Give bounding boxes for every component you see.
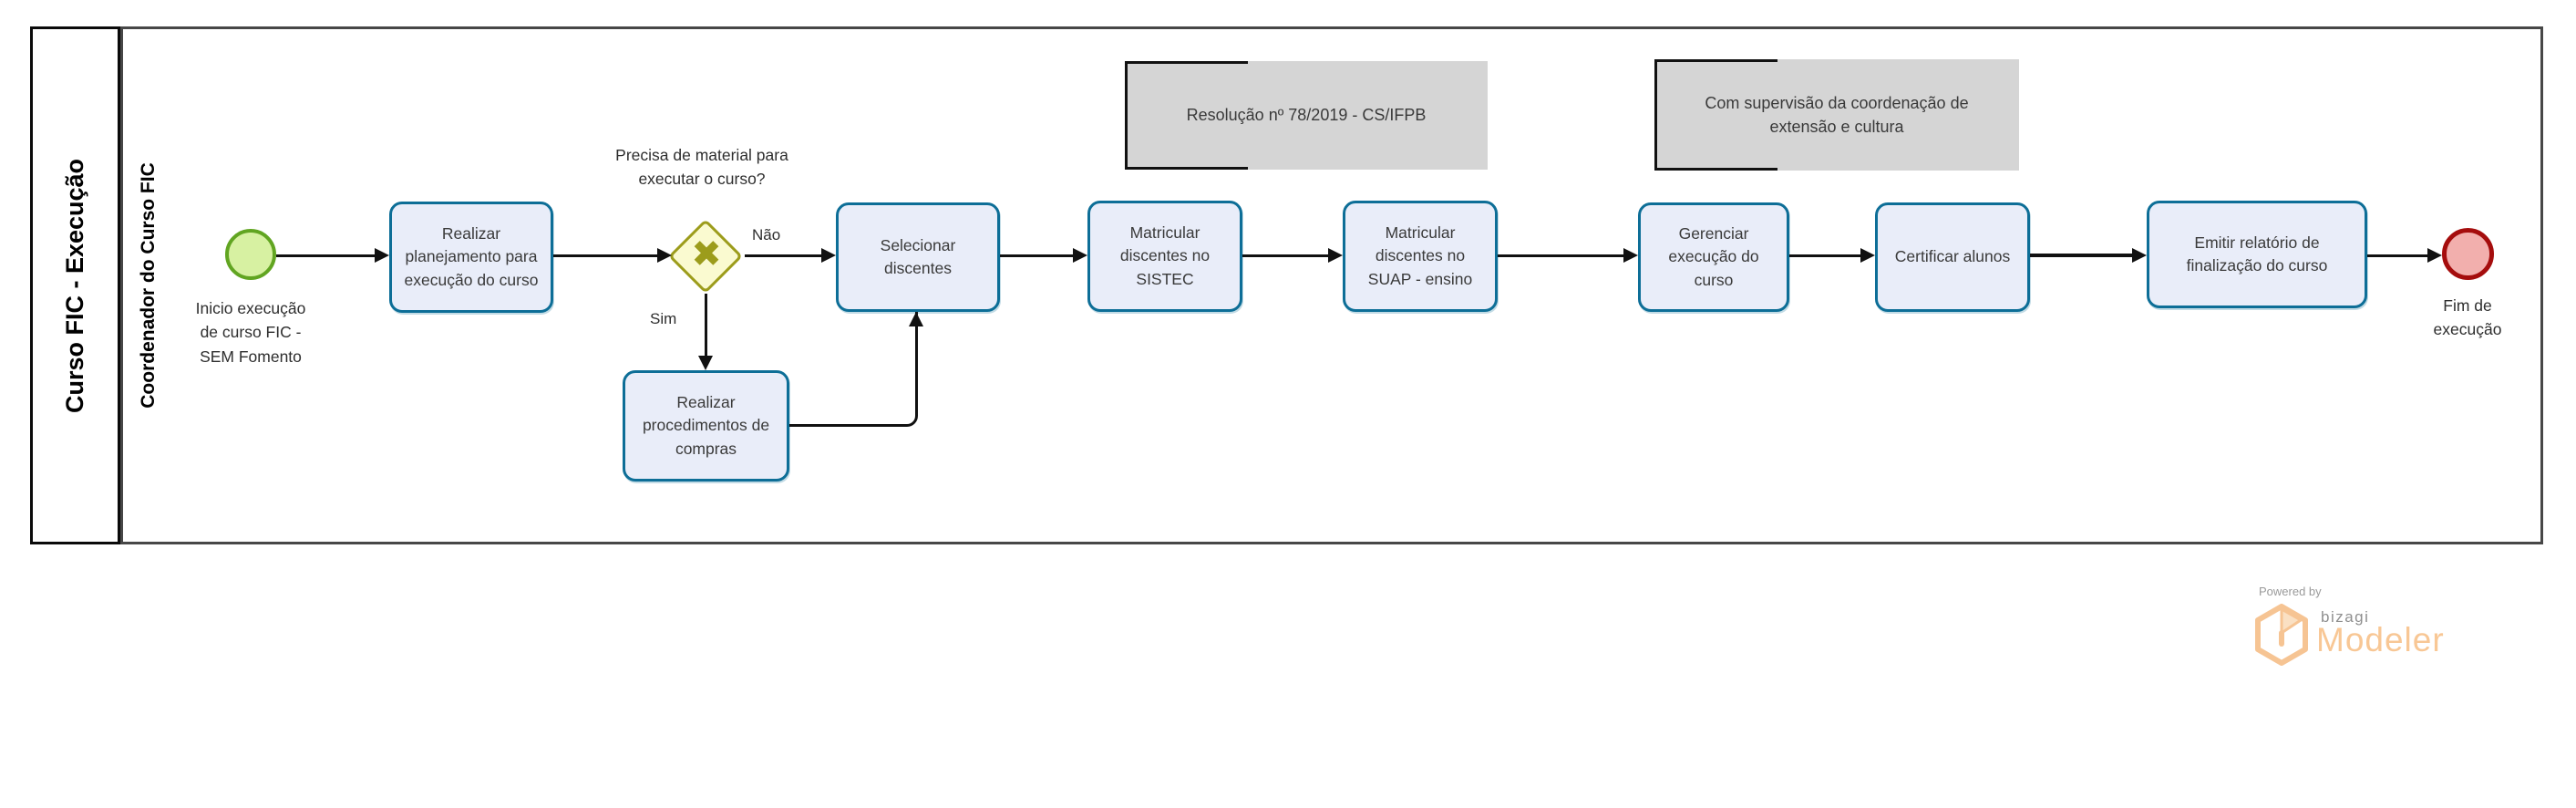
modeler-wordmark: Modeler — [2316, 621, 2445, 658]
annotation-resolucao[interactable]: Resolução nº 78/2019 - CS/IFPB — [1125, 61, 1488, 170]
pool-header[interactable]: Curso FIC - Execução — [30, 26, 120, 544]
flow-certificar-to-emitir — [2030, 254, 2134, 257]
task-matricular-suap[interactable]: Matricular discentes no SUAP - ensino — [1343, 201, 1498, 312]
start-event-label: Inicio execução de curso FIC - SEM Fomen… — [195, 299, 306, 366]
arrowhead-icon — [1860, 248, 1875, 263]
pool-title: Curso FIC - Execução — [61, 158, 89, 413]
arrowhead-icon — [909, 312, 923, 326]
lane-header: Coordenador do Curso FIC — [120, 26, 177, 544]
arrowhead-icon — [2132, 248, 2147, 263]
flow-gateway-to-selecionar — [745, 254, 823, 257]
arrowhead-icon — [821, 248, 836, 263]
flow-gateway-to-compras — [705, 294, 707, 357]
arrowhead-icon — [1328, 248, 1343, 263]
flow-start-to-planejamento — [276, 254, 376, 257]
task-selecionar-discentes[interactable]: Selecionar discentes — [836, 202, 1000, 312]
arrowhead-icon — [657, 248, 672, 263]
flow-planejamento-to-gateway — [553, 254, 659, 257]
gateway-question-label: Precisa de material para executar o curs… — [615, 146, 788, 189]
annotation-supervisao[interactable]: Com supervisão da coordenação de extensã… — [1654, 59, 2019, 171]
task-realizar-planejamento[interactable]: Realizar planejamento para execução do c… — [389, 202, 553, 313]
flow-suap-to-gerenciar — [1498, 254, 1625, 257]
task-realizar-procedimentos-compras[interactable]: Realizar procedimentos de compras — [623, 370, 789, 482]
arrowhead-icon — [1073, 248, 1087, 263]
flow-sistec-to-suap — [1242, 254, 1330, 257]
task-matricular-sistec[interactable]: Matricular discentes no SISTEC — [1087, 201, 1242, 312]
arrowhead-icon — [1623, 248, 1638, 263]
arrowhead-icon — [698, 356, 713, 370]
task-gerenciar-execucao[interactable]: Gerenciar execução do curso — [1638, 202, 1789, 312]
arrowhead-icon — [375, 248, 389, 263]
flow-gerenciar-to-certificar — [1789, 254, 1862, 257]
end-event-label: Fim de execução — [2433, 296, 2502, 339]
annotation-text: Com supervisão da coordenação de extensã… — [1705, 93, 1969, 136]
edge-label-sim: Sim — [650, 310, 677, 327]
bizagi-wordmark: bizagi — [2321, 608, 2370, 626]
annotation-text: Resolução nº 78/2019 - CS/IFPB — [1186, 106, 1427, 125]
flow-selecionar-to-sistec — [1000, 254, 1075, 257]
task-certificar-alunos[interactable]: Certificar alunos — [1875, 202, 2030, 312]
powered-by-label: Powered by — [2259, 585, 2322, 598]
flow-compras-to-selecionar — [789, 312, 918, 427]
bizagi-hexagon-icon — [2255, 604, 2308, 670]
flow-emitir-to-end — [2367, 254, 2429, 257]
end-event-circle[interactable] — [2442, 228, 2494, 280]
edge-label-nao: Não — [752, 226, 781, 243]
start-event-circle[interactable] — [225, 229, 276, 280]
annotation-bracket — [1654, 59, 1777, 171]
lane-title: Coordenador do Curso FIC — [138, 162, 159, 409]
annotation-bracket — [1125, 61, 1248, 170]
exclusive-gateway-x-icon: ✖ — [691, 234, 722, 275]
arrowhead-icon — [2427, 248, 2442, 263]
task-emitir-relatorio[interactable]: Emitir relatório de finalização do curso — [2147, 201, 2367, 308]
